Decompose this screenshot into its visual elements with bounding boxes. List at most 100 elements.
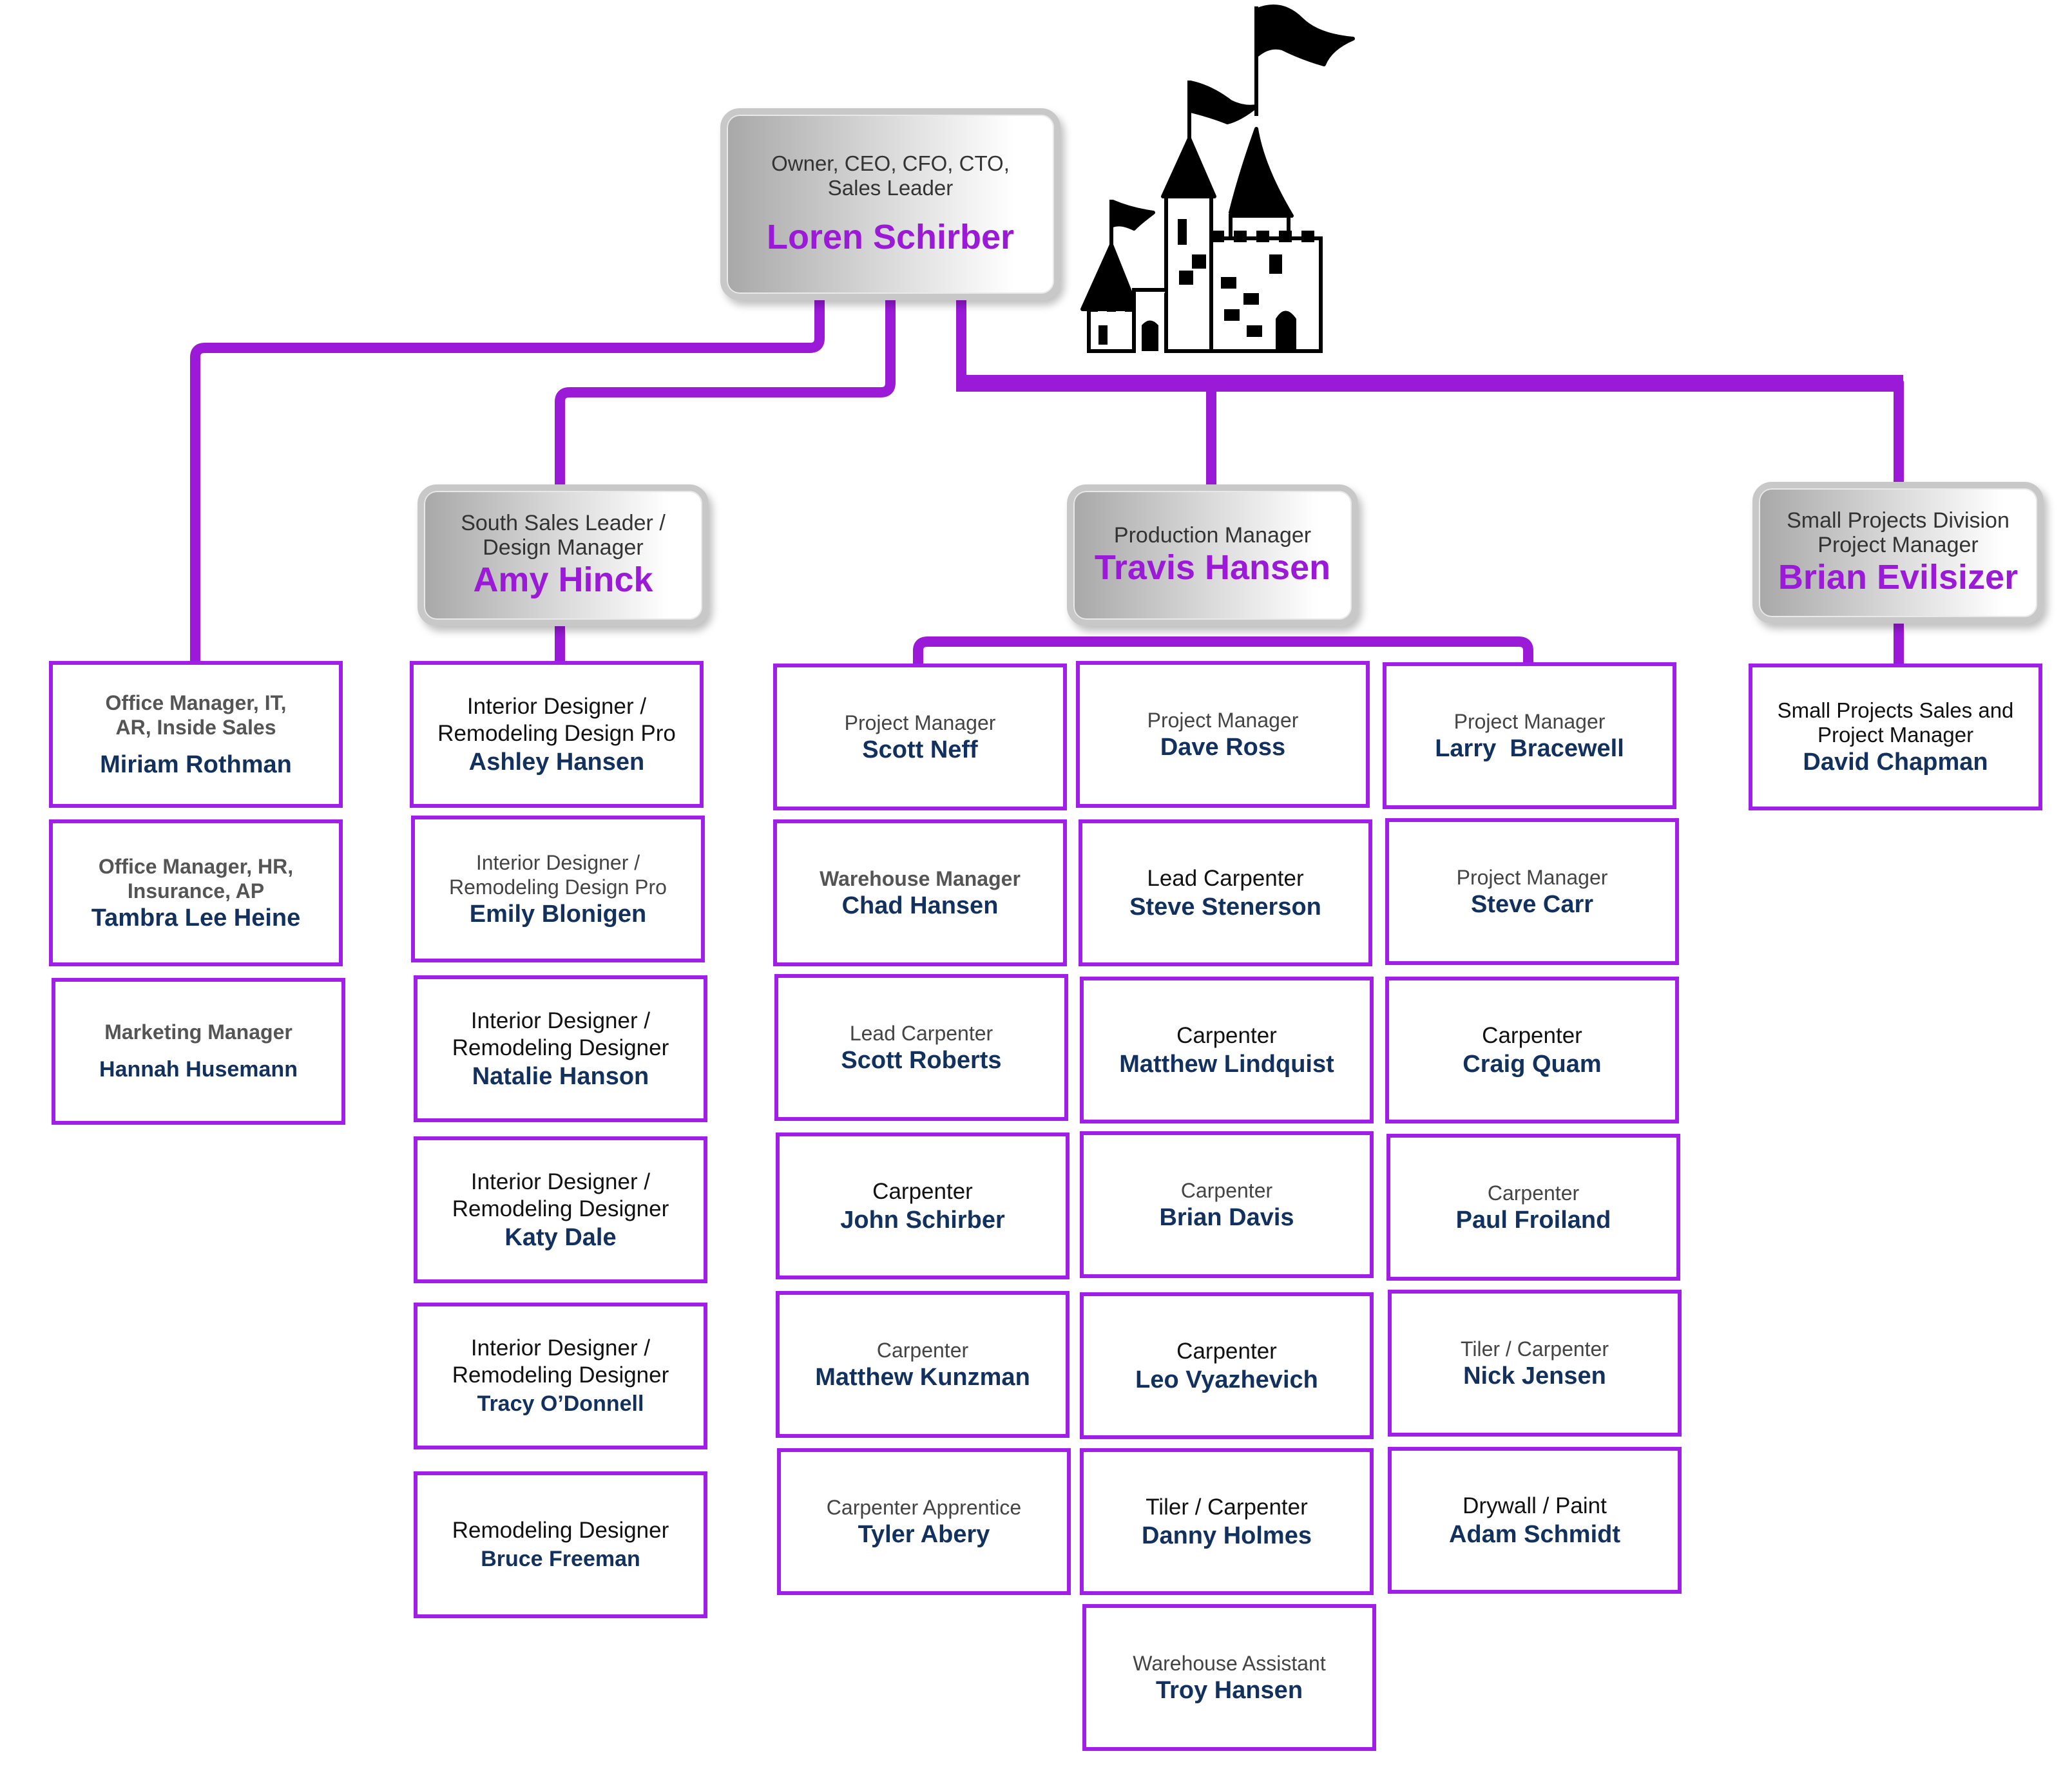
leader-card-south-sales: South Sales Leader / Design Manager Amy … <box>417 484 709 626</box>
staff-role: Carpenter <box>1487 1181 1580 1205</box>
staff-name: Larry Bracewell <box>1435 735 1624 762</box>
staff-card-prod3-2: Project Manager Steve Carr <box>1385 818 1679 965</box>
staff-role: Project Manager <box>1453 710 1606 733</box>
staff-card-office-2: Office Manager, HR, Insurance, AP Tambra… <box>49 819 343 966</box>
small-projects-name: Brian Evilsizer <box>1778 558 2019 597</box>
staff-role: Interior Designer / Remodeling Designer <box>452 1335 669 1388</box>
staff-name: Scott Roberts <box>841 1047 1002 1074</box>
staff-card-prod1-1: Project Manager Scott Neff <box>773 664 1067 810</box>
staff-role: Carpenter <box>1176 1339 1277 1364</box>
staff-role: Carpenter <box>1482 1023 1582 1048</box>
connector-production-split <box>913 636 1533 664</box>
staff-role: Interior Designer / Remodeling Design Pr… <box>449 851 667 899</box>
connector-to-south-sales <box>555 296 896 484</box>
connector-thick-bar <box>956 375 1903 392</box>
staff-card-prod2-4: Carpenter Brian Davis <box>1080 1131 1374 1278</box>
staff-role: Warehouse Assistant <box>1133 1652 1326 1675</box>
staff-name: Emily Blonigen <box>469 901 647 928</box>
staff-name: Tyler Abery <box>858 1521 990 1548</box>
staff-role: Interior Designer / Remodeling Design Pr… <box>437 694 676 746</box>
staff-name: Brian Davis <box>1159 1204 1294 1231</box>
staff-card-prod2-5: Carpenter Leo Vyazhevich <box>1080 1292 1374 1439</box>
staff-role: Office Manager, IT, AR, Inside Sales <box>105 691 287 739</box>
staff-card-prod2-7: Warehouse Assistant Troy Hansen <box>1082 1604 1376 1751</box>
staff-card-design-2: Interior Designer / Remodeling Design Pr… <box>411 816 705 962</box>
staff-name: Craig Quam <box>1463 1051 1602 1078</box>
owner-name: Loren Schirber <box>766 218 1015 256</box>
staff-name: Natalie Hanson <box>472 1063 649 1090</box>
staff-role: Carpenter <box>1176 1023 1277 1048</box>
staff-name: John Schirber <box>840 1207 1005 1234</box>
staff-role: Project Manager <box>1456 866 1608 889</box>
staff-name: Troy Hansen <box>1155 1677 1303 1704</box>
production-name: Travis Hansen <box>1094 548 1331 587</box>
staff-role: Project Manager <box>844 711 996 734</box>
staff-card-design-6: Remodeling Designer Bruce Freeman <box>414 1471 707 1618</box>
staff-name: Tracy O’Donnell <box>477 1391 644 1416</box>
small-projects-role: Small Projects Division Project Manager <box>1787 508 2010 557</box>
staff-name: Chad Hansen <box>841 892 999 919</box>
staff-name: Dave Ross <box>1160 734 1286 761</box>
staff-name: Leo Vyazhevich <box>1135 1366 1318 1393</box>
staff-name: Adam Schmidt <box>1448 1521 1621 1548</box>
staff-card-prod3-3: Carpenter Craig Quam <box>1385 977 1679 1123</box>
staff-role: Warehouse Manager <box>820 867 1021 890</box>
staff-card-prod2-2: Lead Carpenter Steve Stenerson <box>1079 819 1372 966</box>
south-sales-name: Amy Hinck <box>473 560 653 599</box>
staff-role: Carpenter <box>876 1339 969 1362</box>
staff-name: Nick Jensen <box>1463 1362 1606 1390</box>
staff-card-prod1-6: Carpenter Apprentice Tyler Abery <box>777 1448 1071 1595</box>
staff-name: Scott Neff <box>862 736 978 763</box>
staff-name: Paul Froiland <box>1455 1207 1611 1234</box>
staff-card-prod3-5: Tiler / Carpenter Nick Jensen <box>1388 1290 1682 1437</box>
staff-name: Ashley Hansen <box>468 749 645 776</box>
staff-card-prod2-3: Carpenter Matthew Lindquist <box>1080 977 1374 1123</box>
staff-role: Interior Designer / Remodeling Designer <box>452 1008 669 1060</box>
staff-card-prod3-1: Project Manager Larry Bracewell <box>1383 662 1676 809</box>
staff-role: Lead Carpenter <box>849 1022 993 1045</box>
staff-role: Office Manager, HR, Insurance, AP <box>98 855 294 903</box>
staff-card-prod1-3: Lead Carpenter Scott Roberts <box>774 974 1068 1121</box>
staff-card-design-3: Interior Designer / Remodeling Designer … <box>414 975 707 1122</box>
staff-role: Remodeling Designer <box>452 1518 669 1543</box>
staff-card-prod1-5: Carpenter Matthew Kunzman <box>776 1291 1070 1438</box>
staff-name: Katy Dale <box>504 1224 617 1251</box>
south-sales-role: South Sales Leader / Design Manager <box>461 511 666 560</box>
staff-name: David Chapman <box>1803 749 1988 776</box>
staff-role: Interior Designer / Remodeling Designer <box>452 1169 669 1221</box>
staff-card-prod3-6: Drywall / Paint Adam Schmidt <box>1388 1447 1682 1594</box>
staff-card-design-5: Interior Designer / Remodeling Designer … <box>414 1303 707 1449</box>
staff-name: Matthew Lindquist <box>1119 1051 1334 1078</box>
staff-card-prod2-1: Project Manager Dave Ross <box>1076 661 1370 808</box>
staff-card-office-3: Marketing Manager Hannah Husemann <box>52 978 345 1125</box>
leader-card-small-projects: Small Projects Division Project Manager … <box>1752 482 2044 624</box>
staff-card-prod1-2: Warehouse Manager Chad Hansen <box>773 819 1067 966</box>
staff-card-design-1: Interior Designer / Remodeling Design Pr… <box>410 661 704 808</box>
staff-card-office-1: Office Manager, IT, AR, Inside Sales Mir… <box>49 661 343 808</box>
owner-role: Owner, CEO, CFO, CTO, Sales Leader <box>771 151 1010 200</box>
staff-name: Danny Holmes <box>1142 1522 1312 1549</box>
staff-name: Tambra Lee Heine <box>91 904 301 932</box>
staff-name: Hannah Husemann <box>99 1057 298 1082</box>
staff-card-small-projects-1: Small Projects Sales and Project Manager… <box>1749 664 2042 810</box>
staff-role: Carpenter <box>1180 1179 1273 1202</box>
staff-name: Steve Stenerson <box>1129 894 1321 921</box>
leader-card-owner: Owner, CEO, CFO, CTO, Sales Leader Loren… <box>720 108 1060 300</box>
staff-role: Project Manager <box>1147 709 1299 732</box>
staff-name: Miriam Rothman <box>100 751 292 778</box>
staff-role: Carpenter <box>872 1179 973 1204</box>
staff-name: Bruce Freeman <box>481 1547 640 1571</box>
staff-role: Marketing Manager <box>104 1020 293 1044</box>
staff-role: Tiler / Carpenter <box>1146 1495 1308 1520</box>
staff-role: Tiler / Carpenter <box>1461 1337 1609 1361</box>
staff-role: Drywall / Paint <box>1463 1493 1607 1518</box>
staff-role: Carpenter Apprentice <box>826 1496 1022 1519</box>
staff-card-prod2-6: Tiler / Carpenter Danny Holmes <box>1080 1448 1374 1595</box>
staff-card-design-4: Interior Designer / Remodeling Designer … <box>414 1136 707 1283</box>
leader-card-production: Production Manager Travis Hansen <box>1067 484 1358 626</box>
staff-role: Lead Carpenter <box>1147 866 1304 891</box>
production-role: Production Manager <box>1113 523 1312 548</box>
staff-card-prod1-4: Carpenter John Schirber <box>776 1133 1070 1279</box>
staff-name: Steve Carr <box>1470 891 1594 918</box>
